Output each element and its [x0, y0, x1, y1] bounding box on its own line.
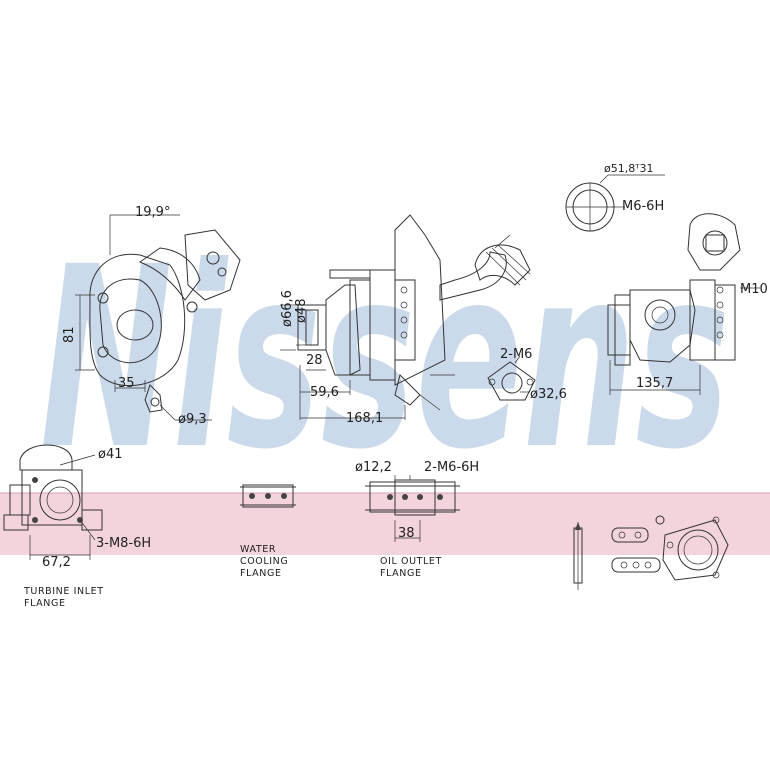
turbine-housing-view — [75, 214, 241, 421]
dim-12-2: ø12,2 — [355, 460, 392, 475]
caption-water-1: WATER — [240, 544, 276, 555]
side-elevation-view — [280, 214, 531, 420]
caption-oil-2: FLANGE — [380, 568, 422, 579]
compressor-outlet-gasket — [487, 355, 536, 401]
dim-135-7: 135,7 — [636, 376, 673, 391]
dim-m6-6h: M6-6H — [622, 199, 664, 214]
dim-28: 28 — [306, 353, 323, 368]
caption-turbine-inlet-2: FLANGE — [24, 598, 66, 609]
dim-41: ø41 — [98, 447, 123, 462]
water-cooling-flange-view — [240, 484, 296, 508]
dim-67-2: 67,2 — [42, 555, 71, 570]
dim-81: 81 — [62, 326, 77, 343]
dim-angle: 19,9° — [135, 205, 170, 220]
turbine-inlet-flange-view — [3, 444, 103, 560]
pink-band — [0, 493, 770, 555]
dim-48: ø48 — [294, 299, 309, 324]
dim-51-87: ø51,8ᵀ31 — [604, 162, 653, 175]
dim-9-3: ø9,3 — [178, 412, 207, 427]
dim-3-m8: 3-M8-6H — [96, 536, 151, 551]
dim-59-6: 59,6 — [310, 385, 339, 400]
dim-2-m6: 2-M6 — [500, 347, 532, 362]
dim-168-1: 168,1 — [346, 411, 383, 426]
caption-turbine-inlet-1: TURBINE INLET — [23, 586, 104, 597]
oil-outlet-flange-view — [365, 475, 460, 542]
dim-35: 35 — [118, 376, 135, 391]
dim-38: 38 — [398, 526, 415, 541]
compressor-inlet-detail — [565, 174, 665, 232]
front-elevation-view — [607, 213, 760, 395]
dim-32-6: ø32,6 — [530, 387, 567, 402]
caption-water-2: COOLING — [240, 556, 288, 567]
caption-oil-1: OIL OUTLET — [380, 556, 442, 567]
gasket-kit — [573, 515, 729, 590]
dim-2-m6-6h: 2-M6-6H — [424, 460, 479, 475]
caption-water-3: FLANGE — [240, 568, 282, 579]
dim-m10: M10 — [740, 282, 768, 297]
dim-66-6: ø66,6 — [280, 290, 295, 327]
